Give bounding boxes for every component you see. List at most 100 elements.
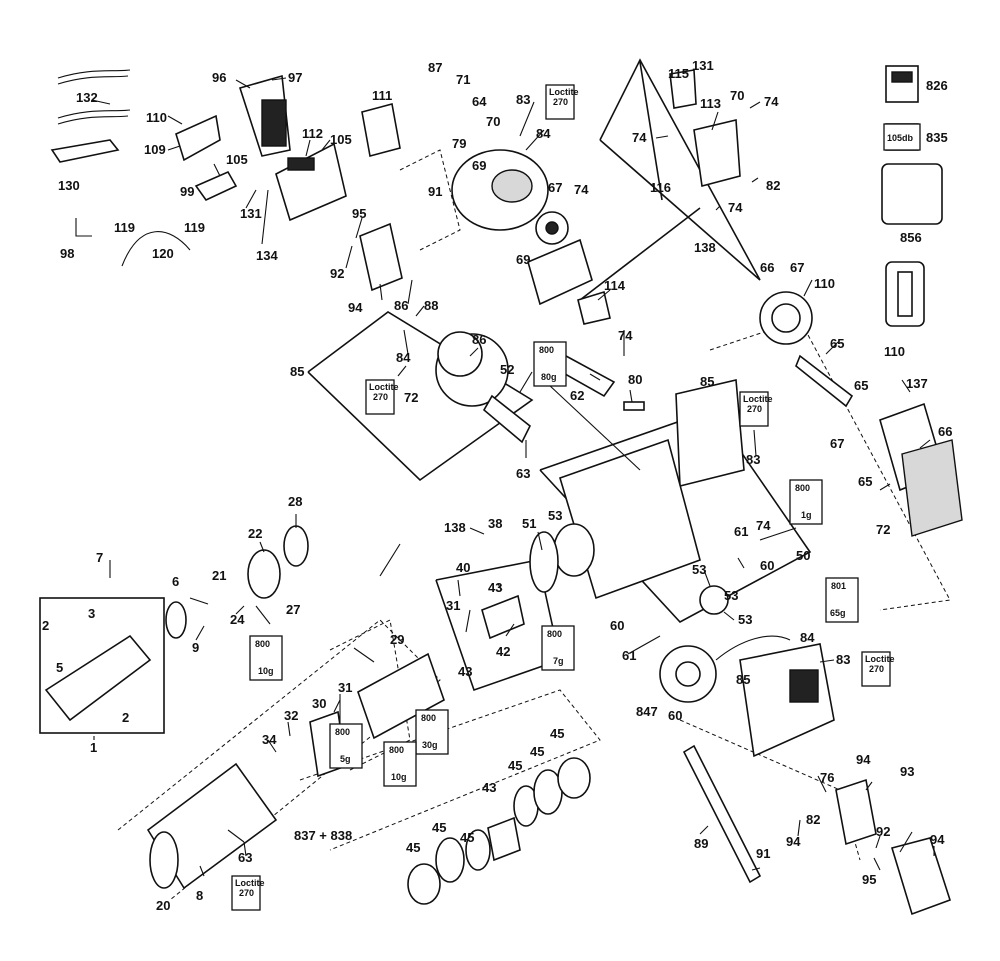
label-1: 1 xyxy=(90,740,97,755)
label-821: 826 xyxy=(926,78,948,93)
label-93: 71 xyxy=(456,72,470,87)
label-5: 5 xyxy=(56,660,63,675)
label-51-left: 45 xyxy=(432,820,446,835)
badge-loctite-112-mid: Loctite 270 xyxy=(739,391,773,427)
dash-shaft-group xyxy=(299,689,601,851)
label-38: 38 xyxy=(488,516,502,531)
badge-grease-7g: 800 7g xyxy=(541,625,575,671)
label-139: 95 xyxy=(352,206,366,221)
svg-text:Loctite: Loctite xyxy=(743,394,773,404)
label-171-right: 131 xyxy=(692,58,714,73)
trigger-147 xyxy=(175,114,221,162)
label-31-rear: 31 xyxy=(338,680,352,695)
gasket-111 xyxy=(715,635,791,661)
label-65: 60 xyxy=(610,618,624,633)
label-2-top: 2 xyxy=(42,618,49,633)
label-96-left: 74 xyxy=(632,130,647,145)
pinion-67 xyxy=(699,585,729,615)
label-131-top: 91 xyxy=(428,184,442,199)
label-7: 7 xyxy=(96,550,103,565)
svg-text:270: 270 xyxy=(373,392,388,402)
label-60: 50 xyxy=(796,548,810,563)
svg-text:270: 270 xyxy=(553,97,568,107)
badge-grease-1g: 800 1g xyxy=(789,479,823,525)
label-71: 61 xyxy=(622,648,636,663)
label-139-lower: 95 xyxy=(862,872,876,887)
label-105: 82 xyxy=(766,178,780,193)
label-21: 21 xyxy=(212,568,226,583)
label-166-right: 119 xyxy=(184,220,205,235)
handle-134 xyxy=(890,837,951,916)
label-28: 28 xyxy=(288,494,302,509)
label-82: 65 xyxy=(830,336,844,351)
cord-172-top2 xyxy=(57,75,129,85)
label-76: 63 xyxy=(516,466,530,481)
label-837-838: 847 xyxy=(636,704,658,719)
lever-144 xyxy=(194,170,238,202)
cover-110 xyxy=(739,643,835,758)
bracket-140-lower xyxy=(835,778,877,846)
ring-89-inner xyxy=(771,303,801,333)
label-95: 74 xyxy=(756,518,771,533)
badges: Loctite 270 Loctite 270 Loctite 270 Loct… xyxy=(231,84,921,911)
ring-51-left xyxy=(435,837,465,883)
svg-text:801: 801 xyxy=(831,581,846,591)
badge-grease-80g: 800 80g xyxy=(533,341,567,387)
svg-text:5g: 5g xyxy=(340,754,351,764)
bracket-164 xyxy=(669,69,697,109)
label-175: 137 xyxy=(906,376,928,391)
label-170: 130 xyxy=(58,178,80,193)
label-143: 98 xyxy=(60,246,74,261)
label-131-lower: 91 xyxy=(756,846,770,861)
svg-text:800: 800 xyxy=(421,713,436,723)
label-96-bottom: 74 xyxy=(728,200,743,215)
label-144: 99 xyxy=(180,184,194,199)
label-138: 94 xyxy=(786,834,801,849)
label-847: 856 xyxy=(900,230,922,245)
label-109: 82 xyxy=(806,812,820,827)
label-164: 115 xyxy=(668,66,689,81)
label-835: 837 + 838 xyxy=(294,828,352,843)
label-96-low: 74 xyxy=(618,328,633,343)
label-94-right: 72 xyxy=(876,522,890,537)
label-50: 43 xyxy=(482,780,496,795)
svg-text:Loctite: Loctite xyxy=(235,878,265,888)
switch-141-face xyxy=(261,99,287,147)
label-96-top: 74 xyxy=(764,94,779,109)
label-64: 53 xyxy=(548,508,562,523)
label-74: 62 xyxy=(570,388,584,403)
kit-856-inner xyxy=(897,271,913,317)
holder-161 xyxy=(693,119,741,188)
frame-line-2 xyxy=(579,207,701,301)
label-148-left: 110 xyxy=(146,110,167,125)
label-8: 8 xyxy=(196,888,203,903)
label-30: 30 xyxy=(312,696,326,711)
label-162: 114 xyxy=(604,278,626,293)
svg-text:7g: 7g xyxy=(553,656,564,666)
gear-66-hub xyxy=(675,661,701,687)
svg-text:800: 800 xyxy=(335,727,350,737)
label-137: 94 xyxy=(930,832,945,847)
label-40: 40 xyxy=(456,560,470,575)
label-166-left: 119 xyxy=(114,220,135,235)
label-140-lower: 94 xyxy=(856,752,871,767)
label-27: 27 xyxy=(286,602,300,617)
label-115: 85 xyxy=(290,364,304,379)
plate-149 xyxy=(361,103,401,157)
label-43: 43 xyxy=(458,664,472,679)
frame-line-1 xyxy=(639,61,663,201)
label-42: 42 xyxy=(496,644,510,659)
label-169: 120 xyxy=(152,246,174,261)
svg-text:30g: 30g xyxy=(422,740,438,750)
label-111: 85 xyxy=(736,672,750,687)
label-92: 70 xyxy=(730,88,744,103)
roller-45 xyxy=(481,594,525,640)
clamp-162 xyxy=(577,290,611,325)
sleeve-170 xyxy=(50,139,120,163)
svg-text:105db: 105db xyxy=(887,133,914,143)
leader-lines xyxy=(91,77,935,877)
label-88: 66 xyxy=(760,260,774,275)
label-147: 109 xyxy=(144,142,166,157)
